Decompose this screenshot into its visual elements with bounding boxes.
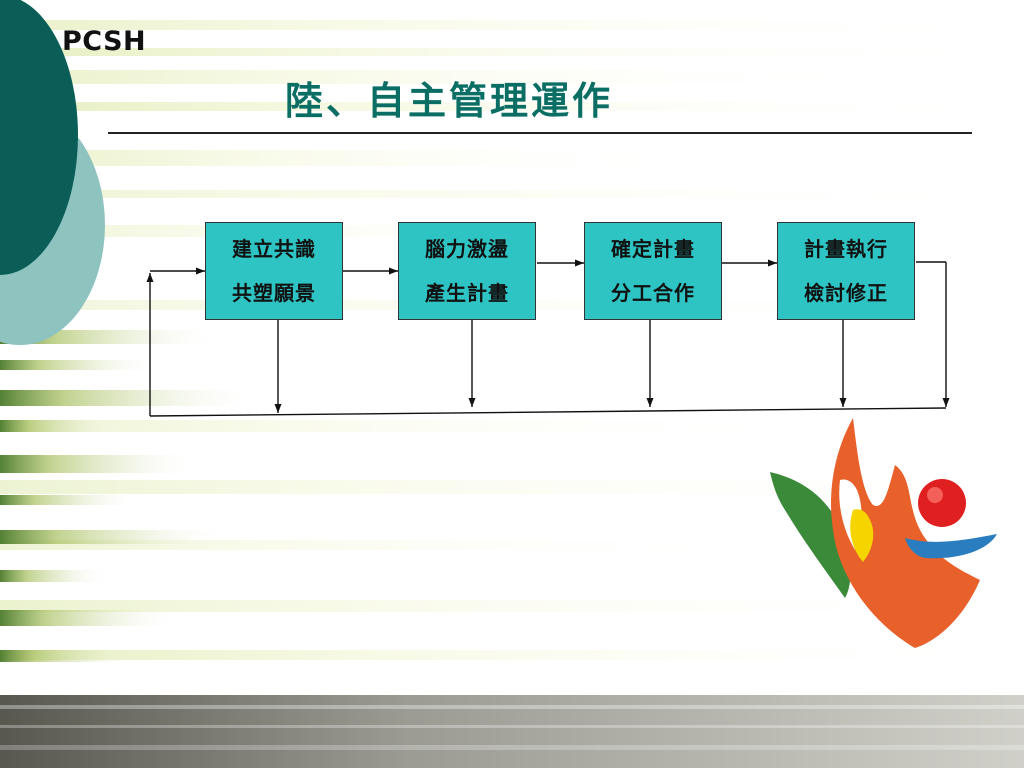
dark-teal-circle	[0, 0, 78, 275]
logo-yellow-flame	[850, 509, 874, 562]
step-1-line-2: 共塑願景	[232, 281, 316, 305]
logo-red-ball	[918, 479, 966, 527]
school-logo	[770, 418, 997, 648]
step-1-line-1: 建立共識	[232, 237, 316, 261]
step-4-line-1: 計畫執行	[804, 237, 888, 261]
step-box-2: 腦力激盪 產生計畫	[398, 222, 536, 320]
logo-blue-swoosh	[905, 534, 997, 559]
step-box-3: 確定計畫 分工合作	[584, 222, 722, 320]
step-box-1: 建立共識 共塑願景	[205, 222, 343, 320]
title-divider	[108, 132, 972, 134]
logo-orange-flame	[831, 418, 980, 648]
step-4-line-2: 檢討修正	[804, 281, 888, 305]
feedback-bottom-line	[149, 407, 947, 417]
step-2-line-2: 產生計畫	[425, 281, 509, 305]
step-2-line-1: 腦力激盪	[425, 237, 509, 261]
step-box-4: 計畫執行 檢討修正	[777, 222, 915, 320]
logo-green-leaf	[770, 472, 851, 598]
step-3-line-1: 確定計畫	[611, 237, 695, 261]
brand-label: PCSH	[62, 26, 147, 57]
page-title: 陸、自主管理運作	[285, 78, 614, 123]
step-3-line-2: 分工合作	[611, 281, 695, 305]
